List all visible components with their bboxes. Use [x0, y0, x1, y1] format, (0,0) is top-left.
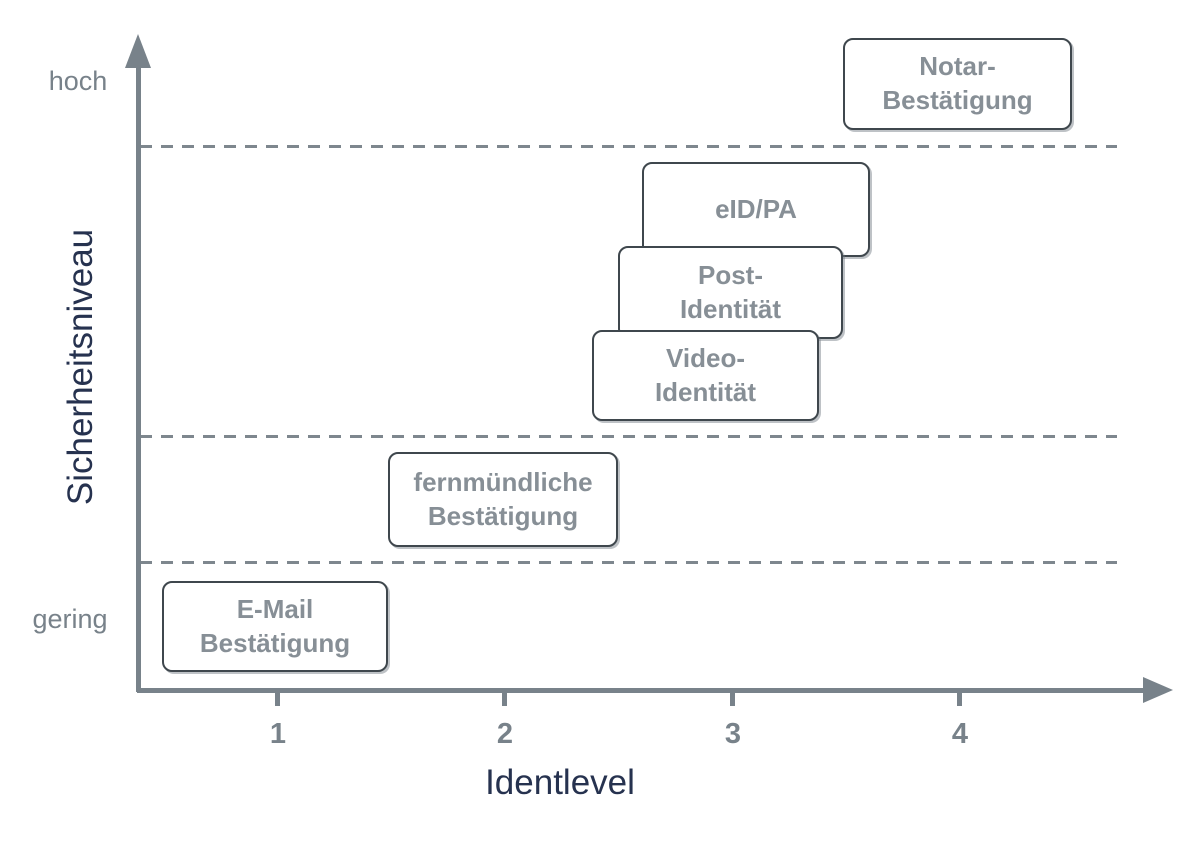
method-box-email-bestaetigung: E-Mail Bestätigung	[162, 581, 388, 672]
y-axis-title: Sicherheitsniveau	[61, 228, 100, 506]
x-tick-3	[730, 691, 735, 706]
method-box-post-identitaet: Post- Identität	[618, 246, 843, 339]
band-divider-high	[140, 145, 1117, 148]
y-axis-line	[136, 58, 141, 692]
method-box-notar-bestaetigung: Notar- Bestätigung	[843, 38, 1072, 130]
x-tick-label-2: 2	[496, 718, 514, 750]
band-divider-low	[140, 561, 1117, 564]
y-label-hoch: hoch	[48, 66, 108, 96]
x-axis-title: Identlevel	[485, 763, 635, 802]
x-axis-arrow-icon	[1143, 677, 1173, 703]
x-tick-label-4: 4	[951, 718, 969, 750]
band-divider-middle	[140, 435, 1117, 438]
x-axis-line	[137, 688, 1147, 693]
x-tick-label-1: 1	[269, 718, 287, 750]
x-tick-1	[275, 691, 280, 706]
method-box-fernmuendliche-bestaetigung: fernmündliche Bestätigung	[388, 452, 618, 547]
y-axis-arrow-icon	[125, 34, 151, 68]
y-label-gering: gering	[32, 604, 108, 634]
x-tick-4	[957, 691, 962, 706]
method-box-video-identitaet: Video- Identität	[592, 330, 819, 421]
method-box-eid-pa: eID/PA	[642, 162, 870, 257]
x-tick-label-3: 3	[724, 718, 742, 750]
x-tick-2	[502, 691, 507, 706]
